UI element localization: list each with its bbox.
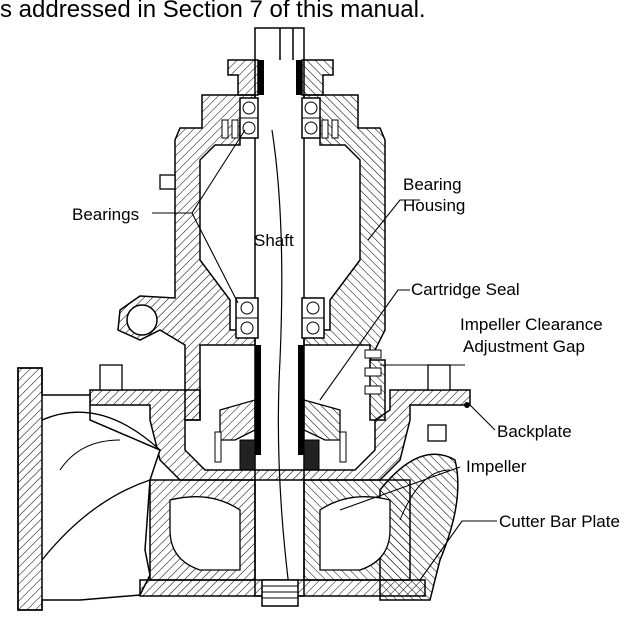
label-bearing-housing-line1: Bearing <box>403 175 462 194</box>
cartridge-seal <box>219 345 341 471</box>
bearing-housing-right <box>303 94 386 421</box>
label-impeller-clearance-line1: Impeller Clearance <box>460 315 603 334</box>
label-cartridge-seal: Cartridge Seal <box>411 280 520 299</box>
leader-lines <box>152 129 497 581</box>
bearing-housing-left <box>117 94 256 421</box>
cutter-bar-plate <box>139 579 426 607</box>
top-seal-caps <box>227 59 334 96</box>
label-cutter-bar-plate: Cutter Bar Plate <box>499 512 620 531</box>
label-bearing-housing-line2: Housing <box>403 196 465 215</box>
lower-bearings <box>235 297 325 339</box>
impeller <box>149 479 411 581</box>
caption-text: s addressed in Section 7 of this manual. <box>0 0 426 23</box>
upper-bearings <box>221 97 339 139</box>
label-bearings: Bearings <box>72 205 139 224</box>
label-shaft: Shaft <box>254 231 294 250</box>
label-impeller-clearance-line2: Adjustment Gap <box>463 337 585 356</box>
label-backplate: Backplate <box>497 422 572 441</box>
shaft <box>254 27 305 597</box>
label-impeller: Impeller <box>466 457 527 476</box>
